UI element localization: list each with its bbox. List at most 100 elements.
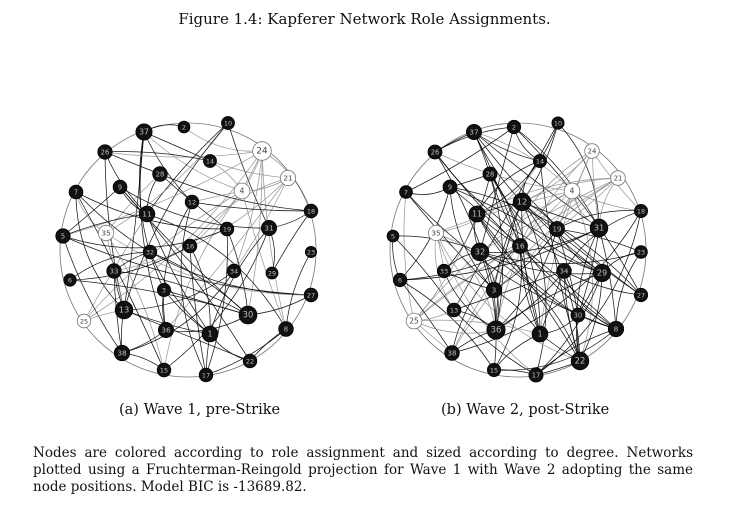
network-node-16: 16 [512, 238, 528, 254]
node-label: 28 [486, 171, 495, 179]
node-label: 23 [637, 249, 645, 257]
node-label: 12 [188, 199, 196, 207]
network-node-23: 23 [304, 245, 317, 258]
network-node-11: 11 [468, 205, 486, 223]
network-edge [451, 245, 521, 354]
node-circle [156, 362, 172, 378]
node-label: 11 [472, 210, 482, 219]
network-node-27: 27 [633, 287, 649, 303]
network-edge [75, 191, 165, 371]
network-edge [191, 201, 312, 212]
node-label: 26 [431, 149, 440, 157]
network-edge [598, 227, 617, 330]
node-label: 22 [246, 358, 254, 366]
network-edge [476, 213, 581, 362]
network-node-14: 14 [532, 154, 547, 169]
network-edge [535, 272, 603, 376]
node-label: 18 [307, 208, 315, 216]
node-circle [444, 345, 460, 361]
node-circle [233, 182, 251, 200]
network-node-37: 37 [135, 123, 153, 141]
network-edge [163, 201, 193, 331]
node-label: 7 [74, 189, 78, 197]
network-edge [521, 201, 642, 296]
network-edge [392, 235, 455, 311]
network-edge [104, 151, 211, 162]
node-label: 1 [538, 330, 543, 339]
node-label: 21 [614, 175, 623, 183]
network-edge [519, 245, 617, 330]
node-label: 28 [156, 171, 165, 179]
network-node-27: 27 [303, 287, 319, 303]
network-edge [479, 251, 497, 371]
node-label: 38 [448, 350, 457, 358]
node-label: 25 [80, 318, 88, 326]
node-label: 34 [230, 268, 238, 276]
network-edge [615, 251, 642, 330]
node-label: 31 [594, 223, 605, 233]
network-node-8: 8 [607, 320, 625, 338]
node-circle [242, 353, 258, 369]
network-node-38: 38 [113, 344, 131, 362]
network-edge [563, 270, 581, 362]
network-node-4: 4 [563, 182, 581, 200]
network-edge [579, 272, 603, 362]
node-circle [265, 266, 279, 280]
network-node-34: 34 [556, 263, 572, 279]
node-circle [436, 263, 452, 279]
network-edge [489, 173, 541, 335]
node-label: 22 [575, 356, 586, 366]
network-node-30: 30 [570, 307, 586, 323]
network-edge [399, 279, 453, 354]
network-edge [165, 177, 289, 331]
node-label: 8 [614, 325, 619, 334]
network-edge [434, 151, 495, 291]
network-edge [435, 232, 537, 376]
node-circle [63, 273, 77, 287]
node-label: 13 [450, 307, 458, 315]
network-node-13: 13 [114, 300, 134, 320]
network-node-25: 25 [76, 313, 92, 329]
network-edge [405, 191, 617, 330]
network-edge [405, 191, 495, 291]
subfigure-caption-a: (a) Wave 1, pre-Strike [119, 402, 281, 418]
node-circle [221, 116, 235, 130]
node-label: 36 [161, 326, 171, 335]
network-edge [519, 245, 541, 335]
network-edge [451, 190, 573, 354]
node-label: 37 [139, 128, 149, 137]
network-edge [227, 122, 270, 229]
network-node-36: 36 [486, 320, 506, 340]
node-label: 32 [146, 249, 154, 257]
network-edge [83, 150, 263, 322]
node-label: 15 [490, 367, 498, 375]
network-node-10: 10 [551, 116, 565, 130]
node-circle [563, 182, 581, 200]
node-label: 31 [264, 224, 273, 233]
network-node-21: 21 [279, 169, 297, 187]
node-label: 1 [208, 330, 213, 339]
node-circle [55, 228, 71, 244]
network-edge [453, 270, 565, 311]
node-label: 10 [224, 120, 232, 128]
node-label: 7 [404, 189, 408, 197]
network-edge [163, 190, 243, 371]
network-node-37: 37 [466, 123, 483, 140]
node-circle [138, 205, 156, 223]
network-edge [405, 126, 515, 193]
node-label: 24 [256, 147, 268, 157]
network-edge [62, 150, 263, 237]
network-node-28: 28 [152, 166, 168, 182]
network-node-18: 18 [303, 203, 319, 219]
network-node-35: 35 [97, 224, 115, 242]
network-node-30: 30 [238, 305, 258, 325]
network-edge [473, 131, 523, 203]
node-circle [304, 245, 317, 258]
network-edge [449, 186, 495, 291]
network-node-10: 10 [221, 116, 235, 130]
network-node-24: 24 [252, 141, 272, 161]
node-circle [142, 244, 158, 260]
network-node-4: 4 [233, 182, 251, 200]
